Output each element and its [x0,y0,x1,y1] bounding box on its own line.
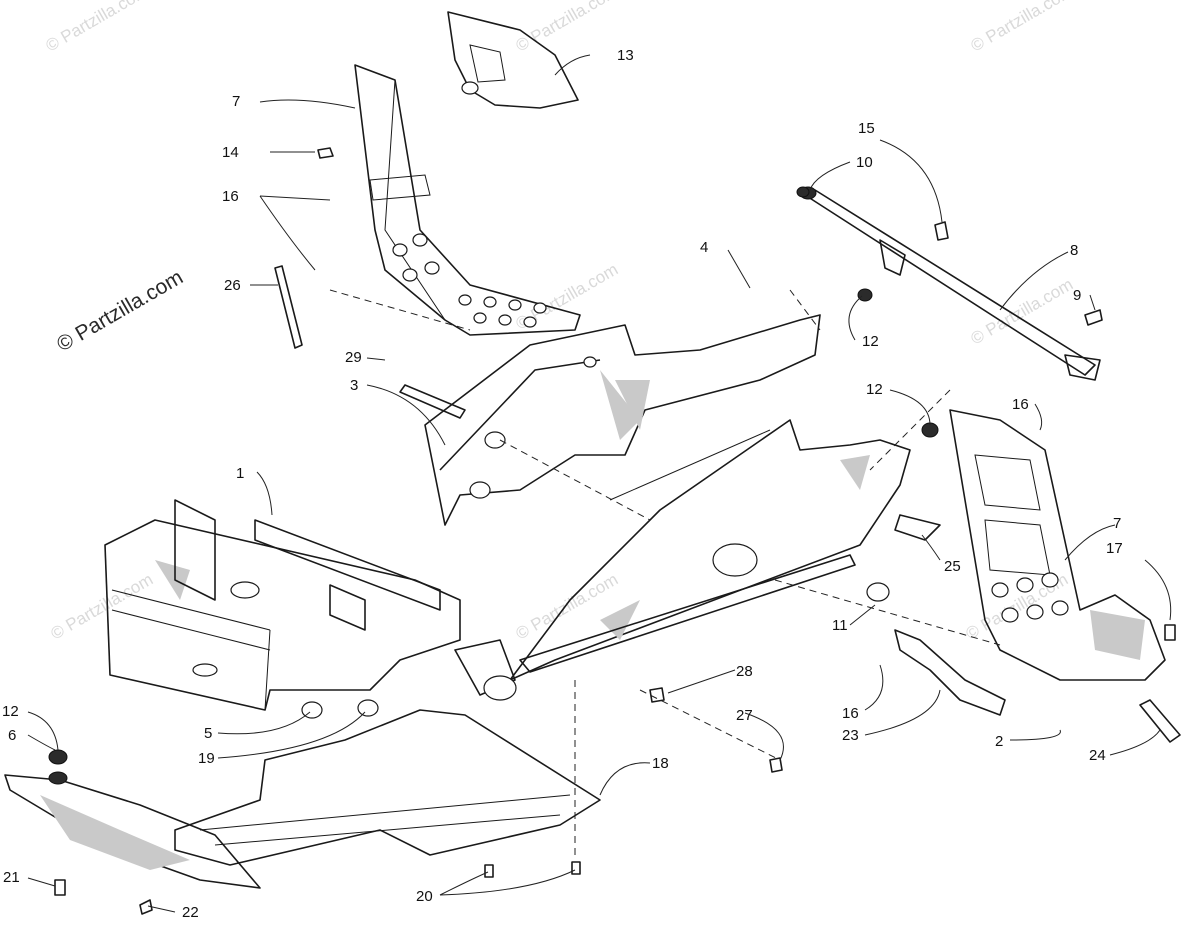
leader-lines [27,54,1172,913]
callout-9: 9 [1073,287,1081,304]
callout-20: 20 [416,888,433,905]
callout-3: 3 [350,377,358,394]
callout-16-right: 16 [1012,396,1029,413]
callout-12-post: 12 [862,333,879,350]
callout-labels: 1 2 3 4 5 6 7 7 8 9 10 11 12 12 12 13 14… [2,47,1123,921]
callout-21: 21 [3,869,20,886]
belly-pan-18 [174,709,601,866]
callout-18: 18 [652,755,669,772]
callout-12-left: 12 [2,703,19,720]
callout-16-upper: 16 [222,188,239,205]
main-frame [104,314,911,711]
callout-24: 24 [1089,747,1106,764]
callout-29: 29 [345,349,362,366]
steering-support-upper [354,64,581,336]
watermark-top-right: © Partzilla.com [968,0,1077,55]
callout-19: 19 [198,750,215,767]
callout-11: 11 [832,617,848,634]
callout-13: 13 [617,47,634,64]
callout-1: 1 [236,465,244,482]
callout-12-mid: 12 [866,381,883,398]
faint-watermarks: © Partzilla.com © Partzilla.com © Partzi… [43,0,1077,643]
support-holes [392,233,547,328]
callout-22: 22 [182,904,199,921]
callout-17: 17 [1106,540,1123,557]
callout-15: 15 [858,120,875,137]
callout-10: 10 [856,154,873,171]
callout-8: 8 [1070,242,1078,259]
callout-14: 14 [222,144,239,161]
skid-plate-front [4,774,261,889]
watermark-top-left: © Partzilla.com [43,0,152,55]
small-parts [48,147,1181,915]
callout-2: 2 [995,733,1003,750]
callout-7-right: 7 [1113,515,1121,532]
callout-7-upper: 7 [232,93,240,110]
upper-bracket-13 [447,11,579,109]
callout-27: 27 [736,707,753,724]
callout-4: 4 [700,239,708,256]
callout-23: 23 [842,727,859,744]
callout-28: 28 [736,663,753,680]
watermark-low-left: © Partzilla.com [48,570,157,644]
callout-5: 5 [204,725,212,742]
watermark-main: © Partzilla.com [53,266,187,357]
steering-support-right [949,409,1166,681]
watermark-mid-right: © Partzilla.com [968,275,1077,349]
callout-16-lower: 16 [842,705,859,722]
callout-6: 6 [8,727,16,744]
watermark-top-center: © Partzilla.com [513,0,622,55]
callout-26: 26 [224,277,241,294]
callout-25: 25 [944,558,961,575]
